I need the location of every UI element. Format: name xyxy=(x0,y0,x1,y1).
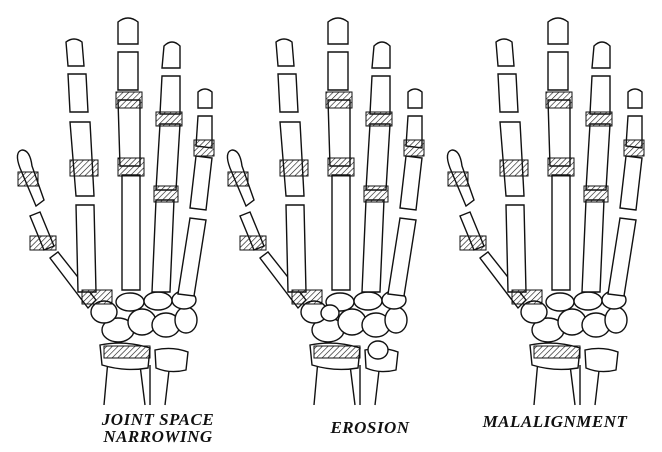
caption-line-1: MALALIGNMENT xyxy=(455,413,655,430)
caption-joint-space-narrowing: JOINT SPACE NARROWING xyxy=(78,411,238,445)
caption-malalignment: MALALIGNMENT xyxy=(455,413,655,430)
hand-panel-malalignment xyxy=(447,18,644,405)
caption-line-1: EROSION xyxy=(300,419,440,436)
caption-line-1: JOINT SPACE xyxy=(78,411,238,428)
hand-panel-erosion xyxy=(227,18,424,405)
hand-panel-joint-space-narrowing xyxy=(17,18,214,405)
caption-line-2: NARROWING xyxy=(78,428,238,445)
caption-erosion: EROSION xyxy=(300,419,440,436)
